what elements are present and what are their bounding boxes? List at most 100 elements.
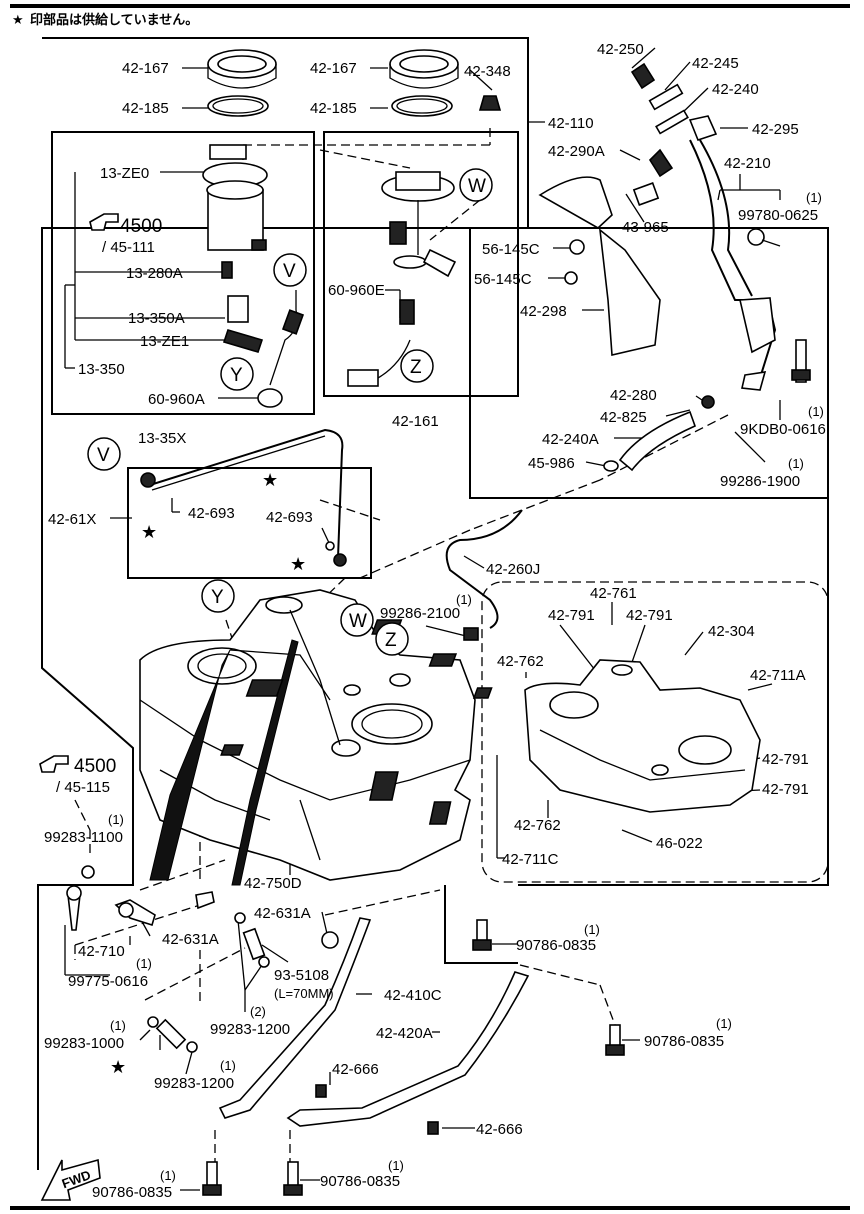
callout-56-145C: 56-145C	[482, 241, 540, 258]
qty-90786-0835: (1)	[584, 922, 600, 937]
callout-90786-0835: 90786-0835	[92, 1184, 172, 1201]
star-icon: ★ ★ ★ ★	[110, 470, 306, 1078]
callout-42-631A: 42-631A	[162, 931, 219, 948]
qty-99286-2100: (1)	[456, 592, 472, 607]
callout-93-5108: 93-5108	[274, 967, 329, 984]
callout-42-666: 42-666	[332, 1061, 379, 1078]
qty-99283-1200: (2)	[250, 1004, 266, 1019]
svg-text:★: ★	[110, 1057, 126, 1078]
header-note: 印部品は供給していません。	[30, 12, 198, 28]
circle-label-W: W W	[340, 168, 493, 637]
qty-99286-1900: (1)	[788, 456, 804, 471]
svg-text:Z: Z	[385, 630, 397, 651]
valve-cap	[478, 95, 502, 111]
callout-42-185: 42-185	[310, 100, 357, 117]
svg-text:★: ★	[141, 522, 157, 543]
hose-42-260J	[445, 509, 523, 629]
qty-99283-1100: (1)	[108, 812, 124, 827]
fuel-hose-42-61X	[140, 428, 347, 567]
callout-13-35X: 13-35X	[138, 430, 186, 447]
callout-99283-1200: 99283-1200	[210, 1021, 290, 1038]
callout-42-167: 42-167	[310, 60, 357, 77]
callout-42-295: 42-295	[752, 121, 799, 138]
callout-42-791: 42-791	[626, 607, 673, 624]
callout-43-965: 43-965	[622, 219, 669, 236]
qty-99283-1000: (1)	[110, 1018, 126, 1033]
fuel-pump-assembly	[202, 144, 305, 408]
callout-42-110: 42-110	[548, 115, 594, 132]
callout-99780-0625: 99780-0625	[738, 207, 818, 224]
callout-42-762: 42-762	[514, 817, 561, 834]
qty-9KDB0-0616: (1)	[808, 404, 824, 419]
tank-strap-42-420A	[286, 971, 530, 1127]
callout-99283-1200: 99283-1200	[154, 1075, 234, 1092]
callout-42-250: 42-250	[597, 41, 644, 58]
callout-42-631A: 42-631A	[254, 905, 311, 922]
svg-text:W: W	[468, 176, 486, 197]
callout-42-761: 42-761	[590, 585, 637, 602]
callout-45-111: / 45-111	[102, 239, 155, 256]
callout-42-762: 42-762	[497, 653, 544, 670]
circle-label-V: V V	[87, 253, 307, 471]
callout-13-350A: 13-350A	[128, 310, 185, 327]
callout-42-711C: 42-711C	[502, 851, 559, 868]
callout-56-145C: 56-145C	[474, 271, 532, 288]
qty-90786-0835: (1)	[716, 1016, 732, 1031]
callout-42-693: 42-693	[266, 509, 313, 526]
callout-42-711A: 42-711A	[750, 667, 806, 684]
callout-45-986: 45-986	[528, 455, 575, 472]
svg-text:Y: Y	[211, 587, 224, 608]
lock-ring-left	[207, 49, 277, 89]
callout-42-167: 42-167	[122, 60, 169, 77]
svg-text:★: ★	[262, 470, 278, 491]
callout-90786-0835: 90786-0835	[516, 937, 596, 954]
callout-46-022: 46-022	[656, 835, 703, 852]
callout-45-115: / 45-115	[56, 779, 110, 796]
callout-99775-0616: 99775-0616	[68, 973, 148, 990]
callout-13-280A: 13-280A	[126, 265, 183, 282]
callout-99286-2100: 99286-2100	[380, 605, 460, 622]
callout-42-348: 42-348	[464, 63, 511, 80]
callout-99283-1100: 99283-1100	[44, 829, 123, 846]
callout-42-260J: 42-260J	[486, 561, 540, 578]
svg-text:Y: Y	[230, 365, 243, 386]
callout-42-290A: 42-290A	[548, 143, 605, 160]
callout-42-280: 42-280	[610, 387, 657, 404]
svg-text:V: V	[97, 445, 110, 466]
callout-42-161: 42-161	[392, 413, 439, 430]
callout-42-185: 42-185	[122, 100, 169, 117]
qty-99283-1200: (1)	[220, 1058, 236, 1073]
circle-label-Y: Y Y	[201, 357, 254, 613]
callout-42-693: 42-693	[188, 505, 235, 522]
qty-99780-0625: (1)	[806, 190, 822, 205]
header-star: ★	[12, 13, 24, 28]
filler-neck-assembly	[538, 62, 811, 472]
callout-9KDB0-0616: 9KDB0-0616	[740, 421, 826, 438]
callout-42-298: 42-298	[520, 303, 567, 320]
svg-text:★: ★	[290, 554, 306, 575]
callout-90786-0835: 90786-0835	[320, 1173, 400, 1190]
tank-strap-42-410C	[218, 917, 372, 1119]
callout-42-420A: 42-420A	[376, 1025, 433, 1042]
fuel-tank	[139, 589, 476, 886]
callout-42-791: 42-791	[762, 781, 809, 798]
dashed-guides	[74, 128, 729, 1165]
qty-90786-0835: (1)	[388, 1158, 404, 1173]
callout-4500: 4500	[120, 216, 162, 237]
fwd-arrow: FWD	[40, 1158, 101, 1201]
qty-99775-0616: (1)	[136, 956, 152, 971]
callout-42-710: 42-710	[78, 943, 125, 960]
bolts	[66, 865, 625, 1196]
callout-13-ZE1: 13-ZE1	[140, 333, 189, 350]
circle-label-Z: Z Z	[375, 349, 434, 656]
callout-42-210: 42-210	[724, 155, 771, 172]
callout-42-240: 42-240	[712, 81, 759, 98]
callout-99286-1900: 99286-1900	[720, 473, 800, 490]
callout-42-304: 42-304	[708, 623, 755, 640]
callout-42-410C: 42-410C	[384, 987, 442, 1004]
callout-60-960E: 60-960E	[328, 282, 385, 299]
tank-insulator-detail	[220, 619, 761, 825]
callout-42-240A: 42-240A	[542, 431, 599, 448]
callout-13-350: 13-350	[78, 361, 125, 378]
